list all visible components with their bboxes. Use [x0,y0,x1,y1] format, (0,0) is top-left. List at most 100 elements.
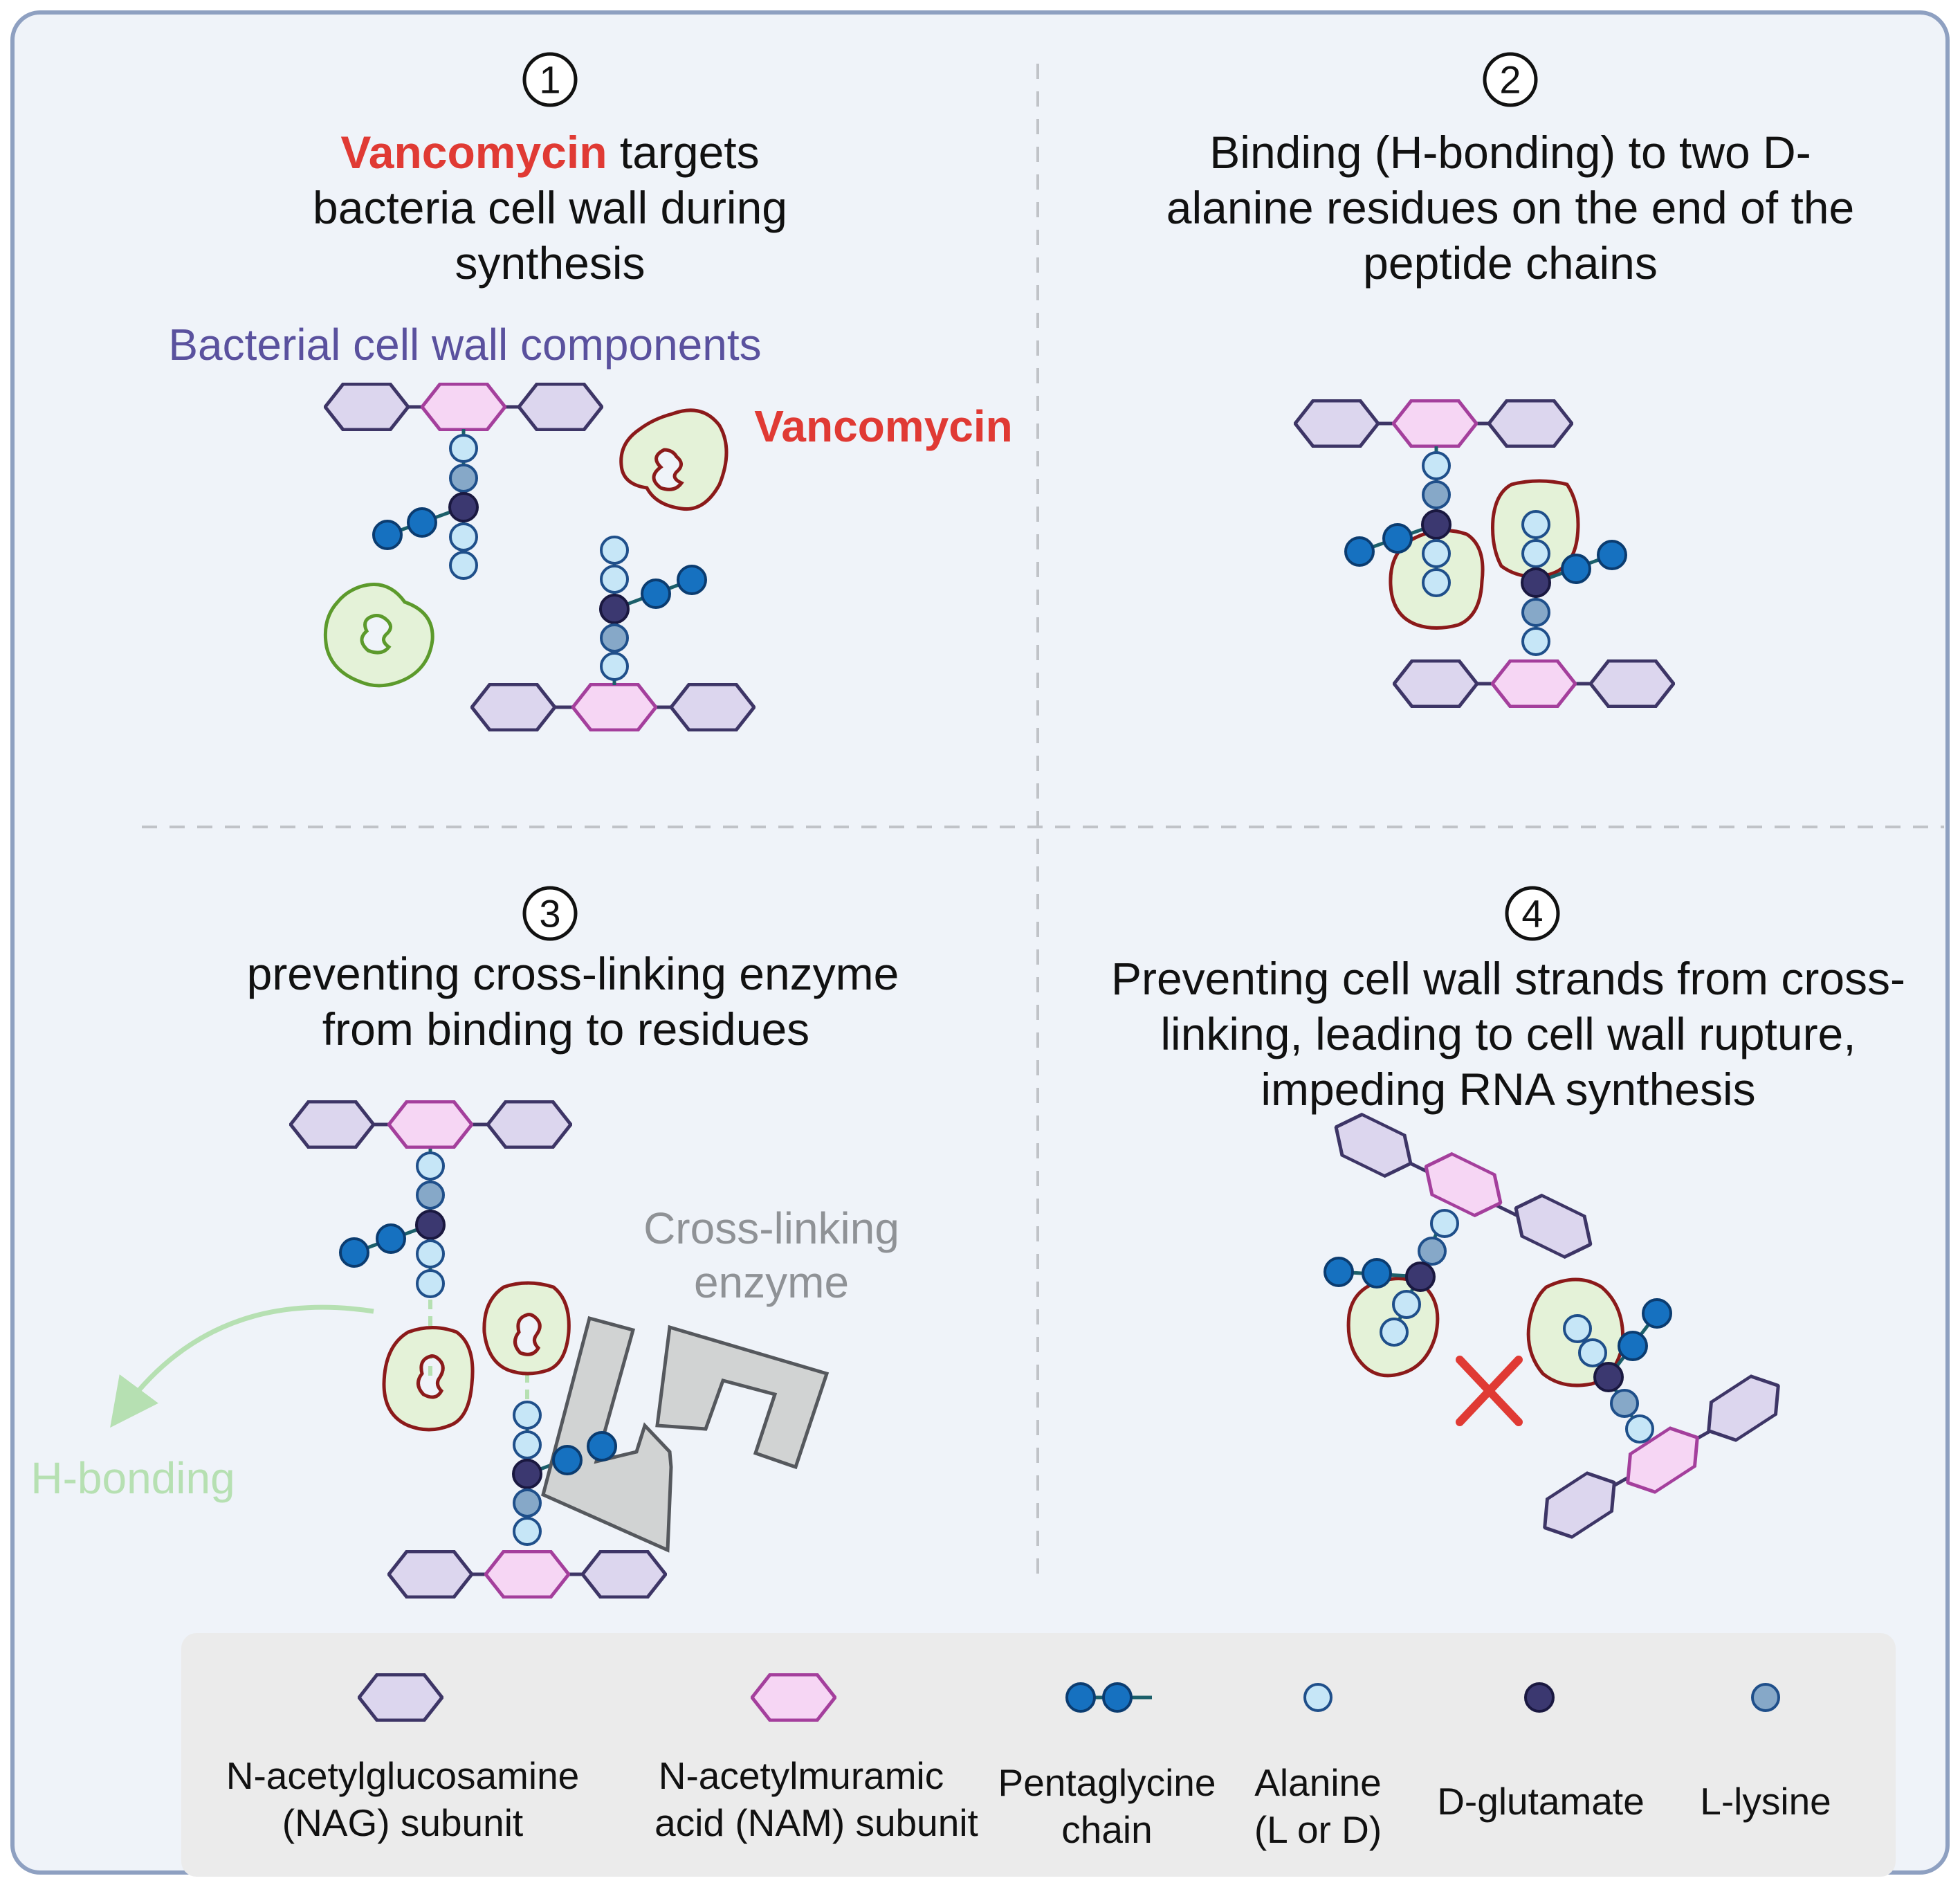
l-lysine-residue [416,1181,445,1210]
legend-panel [181,1633,1896,1877]
alanine-residue [449,551,478,580]
cell-wall-strand-upper [1326,1107,1601,1265]
panel-2-title-line-3: peptide chains [1363,237,1658,289]
panel-3: 3 preventing cross-linking enzyme from b… [30,886,899,1597]
d-glutamate-residue [512,1459,542,1489]
legend-nag-label-line-2: (NAG) subunit [282,1801,523,1844]
nag-subunit [291,1102,374,1147]
legend-nam-label-line-2: acid (NAM) subunit [654,1801,978,1844]
vancomycin-molecule-bound [382,1326,475,1432]
nag-subunit [583,1551,666,1597]
glycine-residue [1324,1257,1354,1287]
cross-linking-enzyme [541,1315,673,1553]
glycine-residue [677,565,707,595]
d-alanine-residue [513,1430,542,1459]
alanine-residue [513,1517,542,1546]
glycine-residue [1561,554,1591,584]
nag-subunit [1295,401,1378,446]
legend-l-lysine-icon [1751,1683,1780,1712]
h-bond-arrow [110,1304,374,1428]
vancomycin-molecule-bound [482,1281,571,1376]
glycine-residue [407,507,437,538]
alanine-residue [1430,1209,1459,1238]
panel-4-title-line-2: linking, leading to cell wall rupture, [1160,1008,1856,1059]
l-lysine-residue [513,1488,542,1518]
panel-1: 1 Vancomycin targets bacteria cell wall … [168,52,1013,730]
step-3-number: 3 [539,892,560,936]
legend-pentaglycine-label-line-1: Pentaglycine [998,1761,1216,1804]
legend-nam-label-line-1: N-acetylmuramic [659,1754,944,1797]
alanine-residue [449,464,478,493]
h-bonding-label: H-bonding [30,1453,235,1503]
legend-d-glutamate-icon [1524,1682,1555,1713]
nag-subunit [1591,661,1674,707]
vancomycin-label: Vancomycin [754,401,1013,451]
alanine-residue [1521,627,1550,656]
nam-subunit [389,1102,472,1147]
nam-subunit [573,684,656,730]
glycine-residue [1597,540,1627,570]
panel-1-title-rest: targets [607,127,760,178]
d-alanine-residue [1521,510,1550,539]
step-1-number: 1 [539,58,560,102]
panel-3-title-line-2: from binding to residues [322,1003,809,1055]
d-glutamate-residue [1521,567,1551,598]
vancomycin-molecule-free [323,583,434,688]
legend-nag-label-line-1: N-acetylglucosamine [226,1754,580,1797]
step-2-circle [1483,52,1538,107]
nam-subunit [486,1551,569,1597]
l-lysine-residue [1521,598,1550,627]
d-alanine-residue [1563,1314,1592,1343]
glycine-residue [339,1237,369,1268]
nam-subunit [422,384,505,430]
nag-subunit [1489,401,1572,446]
d-glutamate-residue [1421,509,1451,540]
l-lysine-residue [1418,1237,1447,1266]
l-lysine-residue [1422,480,1451,509]
d-glutamate-residue [415,1210,446,1240]
d-alanine-residue [1422,568,1451,597]
d-alanine-residue [1392,1290,1421,1319]
legend-alanine-label-line-2: (L or D) [1254,1808,1382,1851]
legend-pentaglycine-icon [1065,1682,1152,1713]
panel-4: 4 Preventing cell wall strands from cros… [1111,886,1905,1547]
nag-subunit [519,384,602,430]
step-4-number: 4 [1521,892,1543,936]
cell-wall-strand-upper [325,384,602,580]
l-lysine-residue [600,623,629,653]
panel-4-title-line-1: Preventing cell wall strands from cross- [1111,953,1905,1004]
nag-subunit [325,384,408,430]
nam-subunit [1492,661,1575,707]
alanine-residue [449,522,478,552]
vancomycin-molecule-free [619,408,729,511]
alanine-residue [416,1239,445,1268]
glycine-residue [587,1431,617,1461]
legend-nam-icon [752,1675,835,1720]
alanine-residue [600,536,629,565]
cell-wall-strand-upper [1295,401,1572,446]
legend: N-acetylglucosamine (NAG) subunit N-acet… [181,1633,1896,1877]
legend-alanine-label-line-1: Alanine [1254,1761,1381,1804]
glycine-residue [641,579,671,609]
alanine-residue [1625,1414,1654,1444]
legend-alanine-icon [1303,1683,1332,1712]
cell-wall-strand-lower [472,536,754,730]
legend-d-glutamate-label: D-glutamate [1437,1780,1645,1823]
cell-wall-strand-lower [1394,661,1674,707]
blocked-crosslink-x-icon [1456,1356,1523,1426]
glycine-residue [1362,1258,1392,1288]
cell-wall-strand-lower [1532,1367,1791,1547]
panel-2: 2 Binding (H-bonding) to two D- alanine … [1166,52,1854,707]
glycine-residue [1382,523,1413,554]
nag-subunit [671,684,754,730]
legend-l-lysine-label: L-lysine [1700,1780,1831,1823]
d-glutamate-residue [1405,1262,1436,1292]
alanine-residue [600,652,629,681]
alanine-residue [449,434,478,463]
d-glutamate-residue [599,594,630,624]
glycine-residue [372,520,403,550]
panel-4-title-line-3: impeding RNA synthesis [1261,1064,1755,1115]
panel-1-title-line-2: bacteria cell wall during [313,182,787,233]
alanine-residue [416,1269,445,1298]
nag-subunit [389,1551,472,1597]
